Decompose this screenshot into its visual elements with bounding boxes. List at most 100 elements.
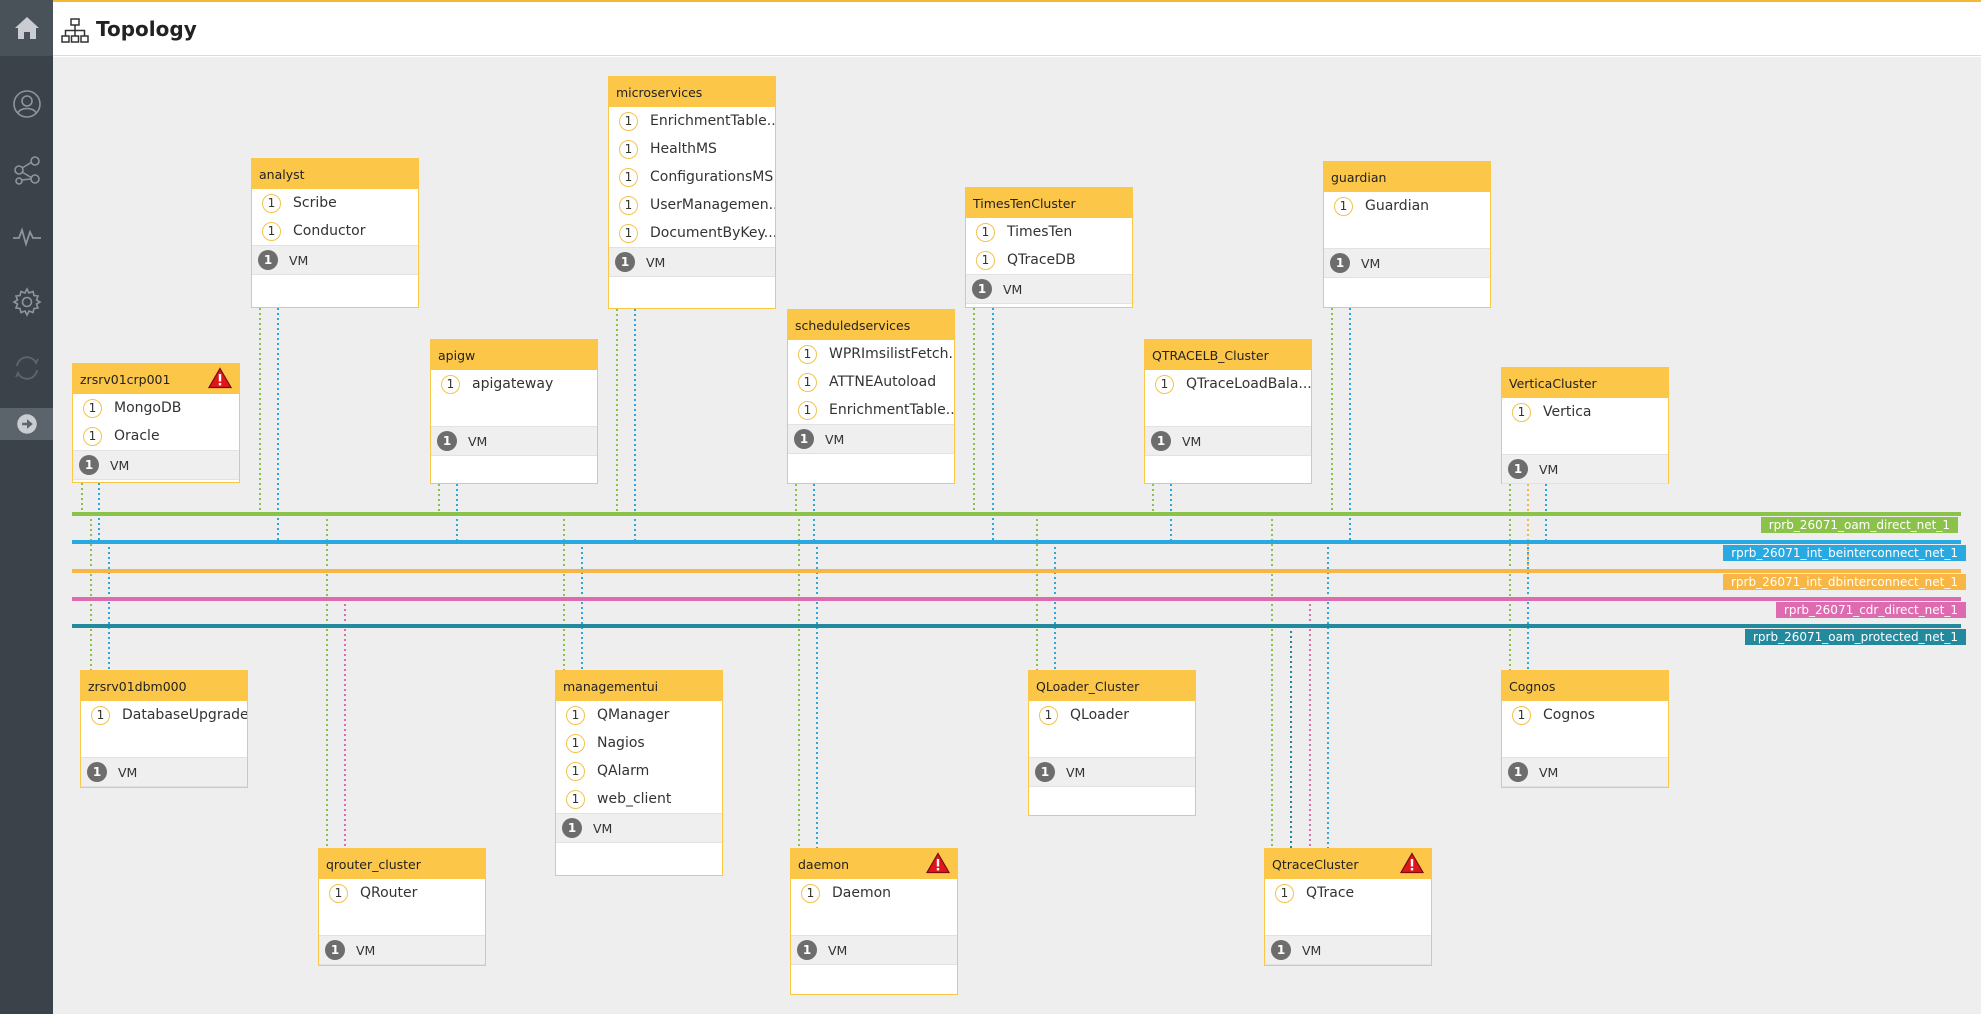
node-header[interactable]: microservices	[609, 77, 775, 107]
topology-icon[interactable]	[0, 146, 53, 194]
alert-icon[interactable]	[925, 851, 951, 877]
node-header[interactable]: qrouter_cluster	[319, 849, 485, 879]
home-icon[interactable]	[0, 0, 53, 56]
service-count-badge: 1	[441, 374, 460, 394]
node-header[interactable]: Cognos	[1502, 671, 1668, 701]
gear-icon[interactable]	[0, 278, 53, 326]
service-name: TimesTen	[1007, 224, 1073, 240]
vm-label: VM	[1003, 281, 1023, 297]
node-header[interactable]: analyst	[252, 159, 418, 189]
network-label[interactable]: rprb_26071_cdr_direct_net_1	[1775, 602, 1966, 618]
alert-icon[interactable]	[207, 366, 233, 392]
node-header[interactable]: VerticaCluster	[1502, 368, 1668, 398]
network-label[interactable]: rprb_26071_oam_direct_net_1	[1760, 517, 1958, 533]
sync-icon[interactable]	[0, 344, 53, 392]
node-header[interactable]: daemon	[791, 849, 957, 879]
node-header[interactable]: zrsrv01crp001	[73, 364, 239, 394]
node-header[interactable]: managementui	[556, 671, 722, 701]
user-icon[interactable]	[0, 80, 53, 128]
node-header[interactable]: QLoader_Cluster	[1029, 671, 1195, 701]
service-name: QTrace	[1306, 885, 1355, 901]
network-label[interactable]: rprb_26071_int_dbinterconnect_net_1	[1722, 574, 1966, 590]
node-header[interactable]: QTRACELB_Cluster	[1145, 340, 1311, 370]
network-label[interactable]: rprb_26071_oam_protected_net_1	[1744, 629, 1966, 645]
arrow-right-icon[interactable]	[0, 408, 53, 440]
node-header[interactable]: QtraceCluster	[1265, 849, 1431, 879]
network-label[interactable]: rprb_26071_int_beinterconnect_net_1	[1723, 545, 1966, 561]
node-header[interactable]: TimesTenCluster	[966, 188, 1132, 218]
node-header[interactable]: scheduledservices	[788, 310, 954, 340]
alert-icon[interactable]	[1399, 851, 1425, 877]
node-name: managementui	[563, 678, 659, 694]
node-header[interactable]: zrsrv01dbm000	[81, 671, 247, 701]
node-header[interactable]: apigw	[431, 340, 597, 370]
service-name: apigateway	[472, 376, 554, 392]
node-header[interactable]: guardian	[1324, 162, 1490, 192]
pulse-icon[interactable]	[0, 212, 53, 260]
service-item[interactable]: 1 apigateway	[431, 370, 597, 398]
